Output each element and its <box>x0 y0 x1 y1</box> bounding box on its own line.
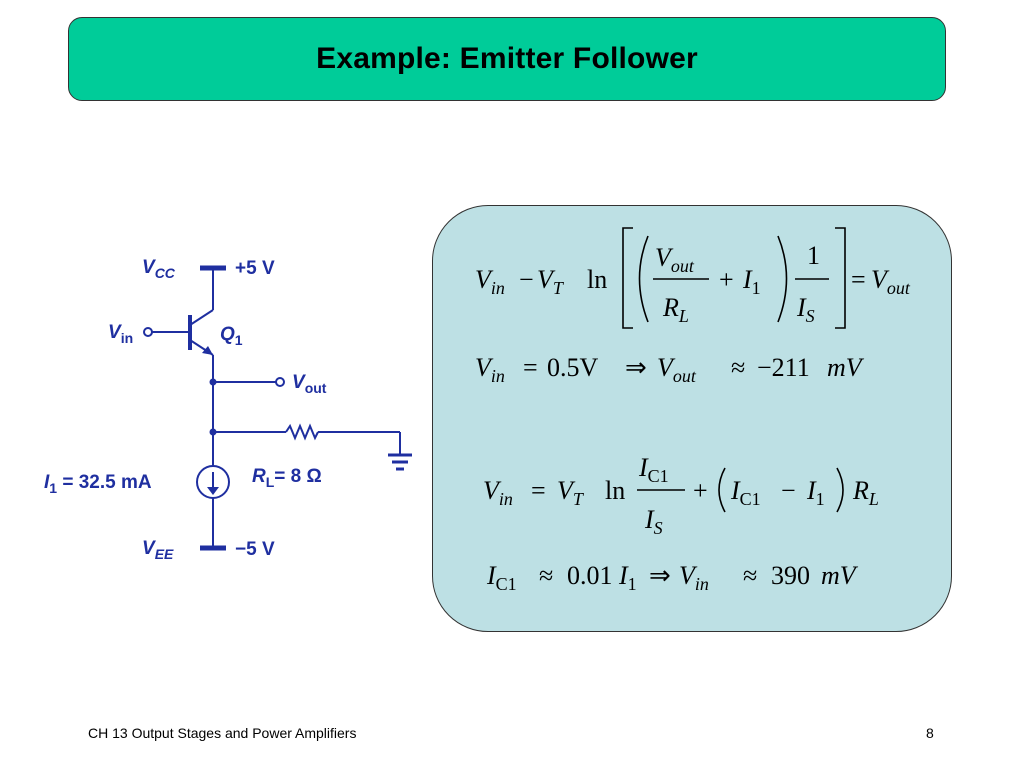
svg-text:+: + <box>693 476 708 505</box>
svg-text:IS: IS <box>644 505 663 538</box>
svg-text:⇒: ⇒ <box>649 561 671 590</box>
equation-2: Vin = 0.5V ⇒ Vout ≈ −211 mV <box>475 353 865 386</box>
vee-value: −5 V <box>235 539 275 560</box>
equation-3: Vin = VT ln IC1 IS + IC1 − I1 RL <box>483 453 879 538</box>
svg-text:mV: mV <box>827 353 865 382</box>
svg-text:IC1: IC1 <box>638 453 669 486</box>
title-banner: Example: Emitter Follower <box>68 17 946 101</box>
left-square-bracket <box>622 227 633 329</box>
q1-collector <box>189 309 214 326</box>
svg-text:390: 390 <box>771 561 810 590</box>
paren-close <box>836 467 844 513</box>
svg-text:−211: −211 <box>757 353 810 382</box>
svg-text:−: − <box>519 265 534 294</box>
svg-text:+: + <box>719 265 734 294</box>
footer-chapter: CH 13 Output Stages and Power Amplifiers <box>88 725 357 741</box>
left-paren <box>638 235 649 323</box>
equation-4: IC1 ≈ 0.01 I1 ⇒ Vin ≈ 390 mV <box>486 561 859 594</box>
equation-1: Vin − VT ln Vout RL + I1 1 IS = Vout <box>475 227 911 329</box>
svg-text:0.5V: 0.5V <box>547 353 599 382</box>
paren-open <box>718 467 726 513</box>
node-vout <box>209 378 217 386</box>
svg-text:≈: ≈ <box>539 561 553 590</box>
svg-text:IS: IS <box>796 293 815 326</box>
svg-text:Vin: Vin <box>475 265 505 298</box>
svg-text:ln: ln <box>605 476 625 505</box>
emitter-arrow <box>202 346 213 355</box>
page-number: 8 <box>926 725 934 741</box>
svg-text:=: = <box>531 476 546 505</box>
svg-text:1: 1 <box>807 241 820 270</box>
svg-text:Vout: Vout <box>655 243 695 276</box>
svg-text:I1: I1 <box>618 561 637 594</box>
svg-text:RL: RL <box>662 293 689 326</box>
svg-text:Vout: Vout <box>657 353 697 386</box>
svg-text:−: − <box>781 476 796 505</box>
svg-text:IC1: IC1 <box>730 476 761 509</box>
equation-canvas: Vin − VT ln Vout RL + I1 1 IS = Vout Vin… <box>475 227 911 594</box>
svg-text:=: = <box>851 265 866 294</box>
current-arrowhead <box>207 487 219 495</box>
svg-text:I1: I1 <box>742 265 761 298</box>
svg-text:=: = <box>523 353 538 382</box>
svg-text:ln: ln <box>587 265 607 294</box>
vout-label: Vout <box>292 372 327 396</box>
rl-label: RL= 8 Ω <box>252 466 322 490</box>
vin-label: Vin <box>108 322 133 346</box>
right-paren <box>777 235 788 323</box>
vcc-value: +5 V <box>235 258 275 279</box>
svg-text:IC1: IC1 <box>486 561 517 594</box>
vee-label: VEE <box>142 538 174 562</box>
svg-text:I1: I1 <box>806 476 825 509</box>
right-square-bracket <box>835 227 846 329</box>
svg-text:0.01: 0.01 <box>567 561 613 590</box>
svg-text:≈: ≈ <box>731 353 745 382</box>
slide-title: Example: Emitter Follower <box>316 42 698 75</box>
svg-text:VT: VT <box>557 476 585 509</box>
svg-text:Vin: Vin <box>475 353 505 386</box>
emitter-follower-schematic: VCC +5 V Vin Q1 Vout I1 = 32.5 mA RL= 8 … <box>44 257 412 562</box>
svg-text:VT: VT <box>537 265 565 298</box>
q1-label: Q1 <box>220 324 243 348</box>
svg-text:⇒: ⇒ <box>625 353 647 382</box>
svg-text:Vout: Vout <box>871 265 911 298</box>
equation-panel: Vin − VT ln Vout RL + I1 1 IS = Vout Vin… <box>432 205 952 632</box>
svg-text:mV: mV <box>821 561 859 590</box>
svg-text:Vin: Vin <box>679 561 709 594</box>
svg-text:RL: RL <box>852 476 879 509</box>
svg-text:Vin: Vin <box>483 476 513 509</box>
vcc-label: VCC <box>142 257 176 281</box>
node-rl <box>209 428 217 436</box>
vout-terminal <box>275 377 285 387</box>
i1-label: I1 = 32.5 mA <box>44 472 152 496</box>
svg-text:≈: ≈ <box>743 561 757 590</box>
rl-resistor <box>285 423 319 441</box>
vin-terminal <box>143 327 153 337</box>
